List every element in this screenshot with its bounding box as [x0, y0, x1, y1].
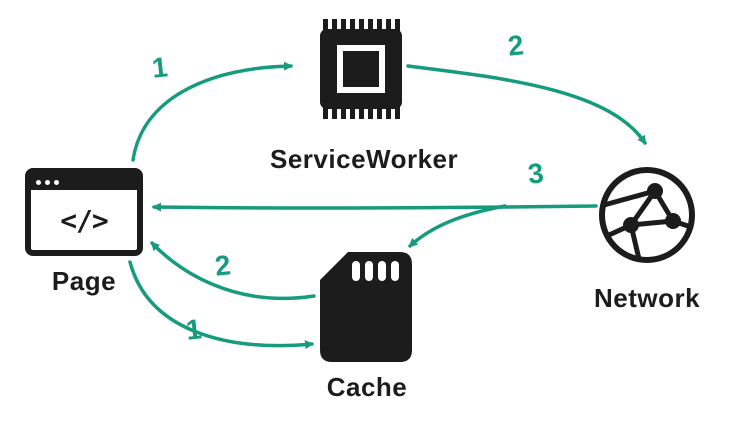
memory-card-icon — [320, 252, 412, 362]
cache-label: Cache — [326, 372, 408, 402]
browser-titlebar — [31, 174, 137, 190]
edge-label-2-cache-page: 2 — [213, 249, 233, 282]
serviceworker-label: ServiceWorker — [270, 144, 459, 174]
arrow-cache-to-page — [150, 241, 316, 301]
chip-icon — [320, 19, 402, 119]
window-dot-icon — [54, 179, 59, 185]
network-node — [595, 163, 700, 273]
code-glyph: </> — [60, 203, 109, 237]
arrow-network-to-cache — [408, 204, 507, 248]
edge-label-2-sw-net: 2 — [506, 29, 526, 62]
serviceworker-node — [295, 8, 425, 135]
edge-label-1-page-sw: 1 — [150, 51, 170, 84]
edge-label-1-page-cache: 1 — [184, 313, 204, 346]
arrow-page-to-cache — [128, 260, 314, 350]
page-node: </> — [25, 168, 143, 256]
arrow-network-to-page — [152, 202, 598, 212]
window-dot-icon — [45, 179, 50, 185]
network-label: Network — [593, 283, 701, 313]
network-globe-icon — [599, 167, 695, 263]
arrow-page-to-serviceworker — [131, 61, 293, 162]
window-dot-icon — [36, 179, 41, 185]
edge-label-3-net-page: 3 — [526, 157, 546, 190]
browser-window-icon: </> — [25, 168, 143, 256]
cache-node — [318, 250, 416, 371]
arrow-serviceworker-to-network — [406, 64, 647, 145]
page-label: Page — [51, 266, 117, 296]
